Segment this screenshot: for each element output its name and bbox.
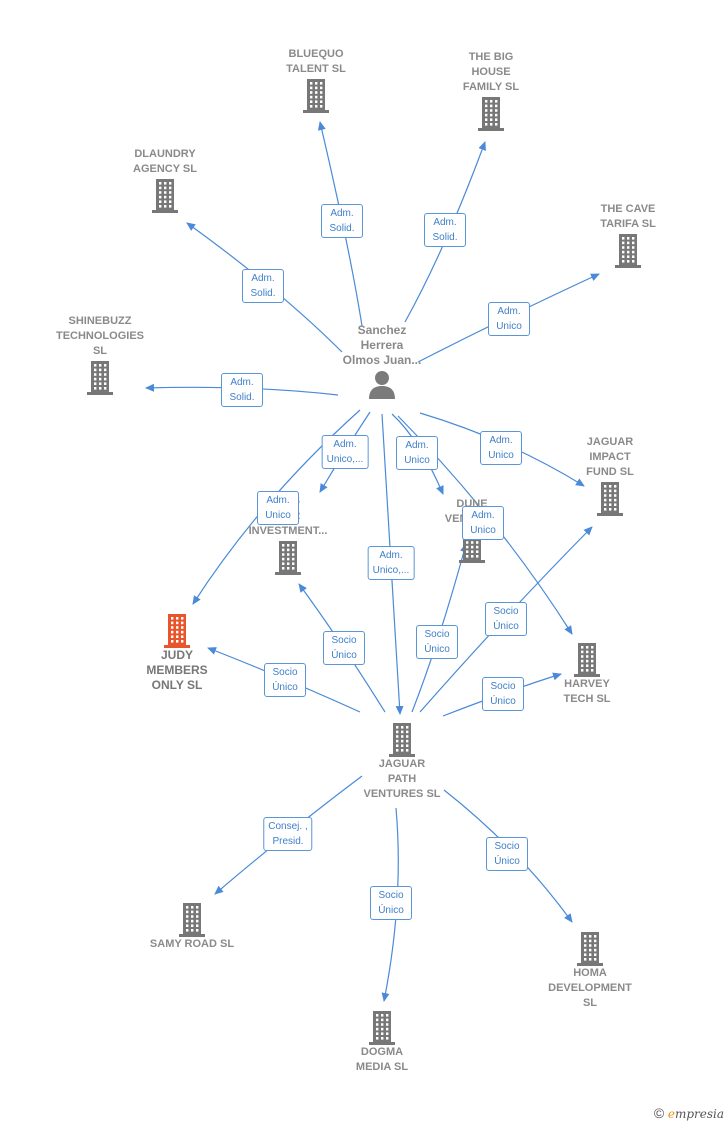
relation-label[interactable]: Adm. Solid. (424, 213, 466, 247)
relation-label[interactable]: Adm. Solid. (321, 204, 363, 238)
building-icon (275, 541, 301, 575)
relation-label[interactable]: Adm. Unico (462, 506, 504, 540)
company-jaguar-path[interactable]: JAGUAR PATH VENTURES SL (337, 721, 467, 802)
relation-label[interactable]: Consej. , Presid. (263, 817, 313, 851)
company-samy[interactable]: SAMY ROAD SL (127, 901, 257, 952)
relation-label[interactable]: Adm. Unico (488, 302, 530, 336)
relation-label[interactable]: Socio Único (323, 631, 365, 665)
relation-label[interactable]: Adm. Unico,... (321, 435, 369, 469)
relation-label[interactable]: Adm. Unico,... (367, 546, 415, 580)
company-harvey[interactable]: HARVEY TECH SL (522, 641, 652, 707)
company-label: HOMA DEVELOPMENT SL (548, 967, 632, 1009)
building-icon (615, 234, 641, 268)
relation-label[interactable]: Socio Único (370, 886, 412, 920)
relation-label[interactable]: Adm. Unico (257, 491, 299, 525)
company-label: HARVEY TECH SL (563, 678, 611, 705)
building-icon (152, 179, 178, 213)
company-label: JUDY MEMBERS ONLY SL (146, 648, 208, 692)
company-shinebuzz[interactable]: SHINEBUZZ TECHNOLOGIES SL (35, 314, 165, 395)
person-name: Sanchez Herrera Olmos Juan... (342, 323, 422, 367)
company-bighouse[interactable]: THE BIG HOUSE FAMILY SL (426, 50, 556, 131)
relation-label[interactable]: Adm. Solid. (242, 269, 284, 303)
company-label: DOGMA MEDIA SL (355, 1046, 409, 1073)
company-label: SAMY ROAD SL (149, 938, 235, 950)
company-bluequo[interactable]: BLUEQUO TALENT SL (251, 47, 381, 113)
building-icon (179, 903, 205, 937)
copyright-symbol: © (653, 1105, 665, 1121)
building-icon (303, 79, 329, 113)
company-label: SHINEBUZZ TECHNOLOGIES SL (55, 315, 144, 357)
building-icon (87, 361, 113, 395)
company-dlaundry[interactable]: DLAUNDRY AGENCY SL (100, 147, 230, 213)
relation-label[interactable]: Adm. Unico (396, 436, 438, 470)
person-icon (369, 371, 395, 399)
empresia-brand[interactable]: © empresia (654, 1105, 724, 1121)
company-label: JAGUAR PATH VENTURES SL (363, 758, 441, 800)
company-label: BLUEQUO TALENT SL (286, 48, 346, 75)
company-label: THE CAVE TARIFA SL (600, 203, 656, 230)
relation-label[interactable]: Socio Único (485, 602, 527, 636)
brand-rest: mpresia (674, 1107, 724, 1121)
relation-label[interactable]: Adm. Solid. (221, 373, 263, 407)
building-icon (389, 723, 415, 757)
relation-label[interactable]: Socio Único (264, 663, 306, 697)
company-homa[interactable]: HOMA DEVELOPMENT SL (525, 930, 655, 1011)
company-judy-highlight[interactable]: JUDY MEMBERS ONLY SL (112, 612, 242, 693)
building-icon (478, 97, 504, 131)
company-label: THE BIG HOUSE FAMILY SL (462, 51, 520, 93)
relation-label[interactable]: Adm. Unico (480, 431, 522, 465)
building-icon (574, 643, 600, 677)
company-label: JAGUAR IMPACT FUND SL (586, 436, 634, 478)
relation-label[interactable]: Socio Único (416, 625, 458, 659)
person-node[interactable]: Sanchez Herrera Olmos Juan... (317, 323, 447, 400)
company-dogma[interactable]: DOGMA MEDIA SL (317, 1009, 447, 1075)
relation-label[interactable]: Socio Único (486, 837, 528, 871)
company-jaguar-impact[interactable]: JAGUAR IMPACT FUND SL (545, 435, 675, 516)
building-icon (164, 614, 190, 648)
brand-initial: e (667, 1107, 675, 1121)
building-icon (369, 1011, 395, 1045)
relation-label[interactable]: Socio Único (482, 677, 524, 711)
company-label: DLAUNDRY AGENCY SL (133, 148, 197, 175)
company-cave[interactable]: THE CAVE TARIFA SL (563, 202, 693, 268)
building-icon (597, 482, 623, 516)
brand-name: empresia (668, 1107, 724, 1121)
building-icon (577, 932, 603, 966)
